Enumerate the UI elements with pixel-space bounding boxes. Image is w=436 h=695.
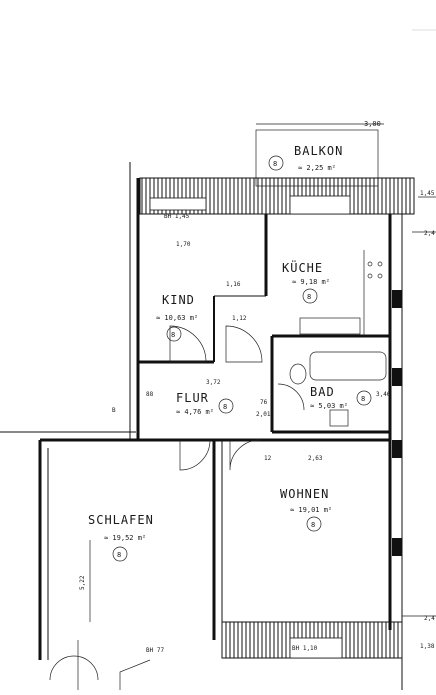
room-area-balkon: ≈ 2,25 m² [298,164,336,172]
dim-346: 3,46 [376,391,391,398]
room-bad: BAD ≈ 5,03 m² 8 [310,385,372,410]
room-marker-kueche: 8 [307,293,311,301]
dim-116: 1,16 [226,281,241,288]
window-label-wohnen: BH 1,10 [292,645,318,652]
room-name-kind: KIND [162,293,195,307]
room-marker-kind: 8 [171,331,175,339]
room-area-flur: ≈ 4,76 m² [176,408,214,416]
dim-522: 5,22 [79,575,86,590]
door-kueche [225,325,263,363]
balcony: 3,00 BALKON 8 ≈ 2,25 m² [255,120,384,187]
room-marker-wohnen: 8 [311,521,315,529]
room-name-wohnen: WOHNEN [280,487,329,501]
dim-263: 2,63 [308,455,323,462]
room-name-bad: BAD [310,385,335,399]
window-label-kind: BH 1,45 [164,213,190,220]
dim-300: 3,00 [364,120,381,128]
kitchen-fixtures [299,250,383,336]
room-marker-flur: 8 [223,403,227,411]
window-right-4 [392,538,402,556]
schlafen-window-swing [49,655,99,681]
top-exterior-wall [139,177,415,215]
window-label-schlafen: BH 77 [146,647,164,654]
room-marker-bad: 8 [361,395,365,403]
room-area-schlafen: ≈ 19,52 m² [104,534,146,542]
dim-76: 76 [260,399,268,406]
door-bad [277,383,305,411]
room-schlafen: SCHLAFEN ≈ 19,52 m² 8 BH 77 5,22 [79,513,164,654]
dim-24-bottom: 2,4 [424,615,435,622]
room-area-wohnen: ≈ 19,01 m² [290,506,332,514]
dim-112: 1,12 [232,315,247,322]
room-marker-balkon [268,155,284,171]
door-kind [169,325,207,363]
room-name-flur: FLUR [176,391,209,405]
room-name-schlafen: SCHLAFEN [88,513,154,527]
dim-b: B [112,407,116,414]
door-schlafen [179,439,211,471]
dim-138: 1,38 [420,643,435,650]
room-name-balkon: BALKON [294,144,343,158]
dim-24-top: 2,4 [424,230,435,237]
dim-88: 88 [146,391,154,398]
sink [329,409,349,427]
toilet [289,363,307,385]
dim-12: 12 [264,455,272,462]
door-wohnen [229,439,261,471]
dim-201: 2,01 [256,411,271,418]
bathtub [309,351,387,381]
room-area-kind: ≈ 10,63 m² [156,314,198,322]
dim-170: 1,70 [176,241,191,248]
room-flur: FLUR ≈ 4,76 m² 8 [176,391,234,416]
walls [0,162,403,690]
dim-372: 3,72 [206,379,221,386]
dim-145: 1,45 [420,190,435,197]
room-marker-balkon-label: 8 [273,160,277,168]
room-area-kueche: ≈ 9,18 m² [292,278,330,286]
room-marker-schlafen: 8 [117,551,121,559]
window-right-2 [392,368,402,386]
room-wohnen: WOHNEN ≈ 19,01 m² 8 BH 1,10 [280,487,332,652]
room-kueche: KÜCHE ≈ 9,18 m² 8 [282,259,330,304]
room-area-bad: ≈ 5,03 m² [310,402,348,410]
room-name-kueche: KÜCHE [282,259,323,275]
window-right-1 [392,290,402,308]
room-kind: KIND ≈ 10,63 m² 8 BH 1,45 1,70 [156,213,198,342]
window-right-3 [392,440,402,458]
